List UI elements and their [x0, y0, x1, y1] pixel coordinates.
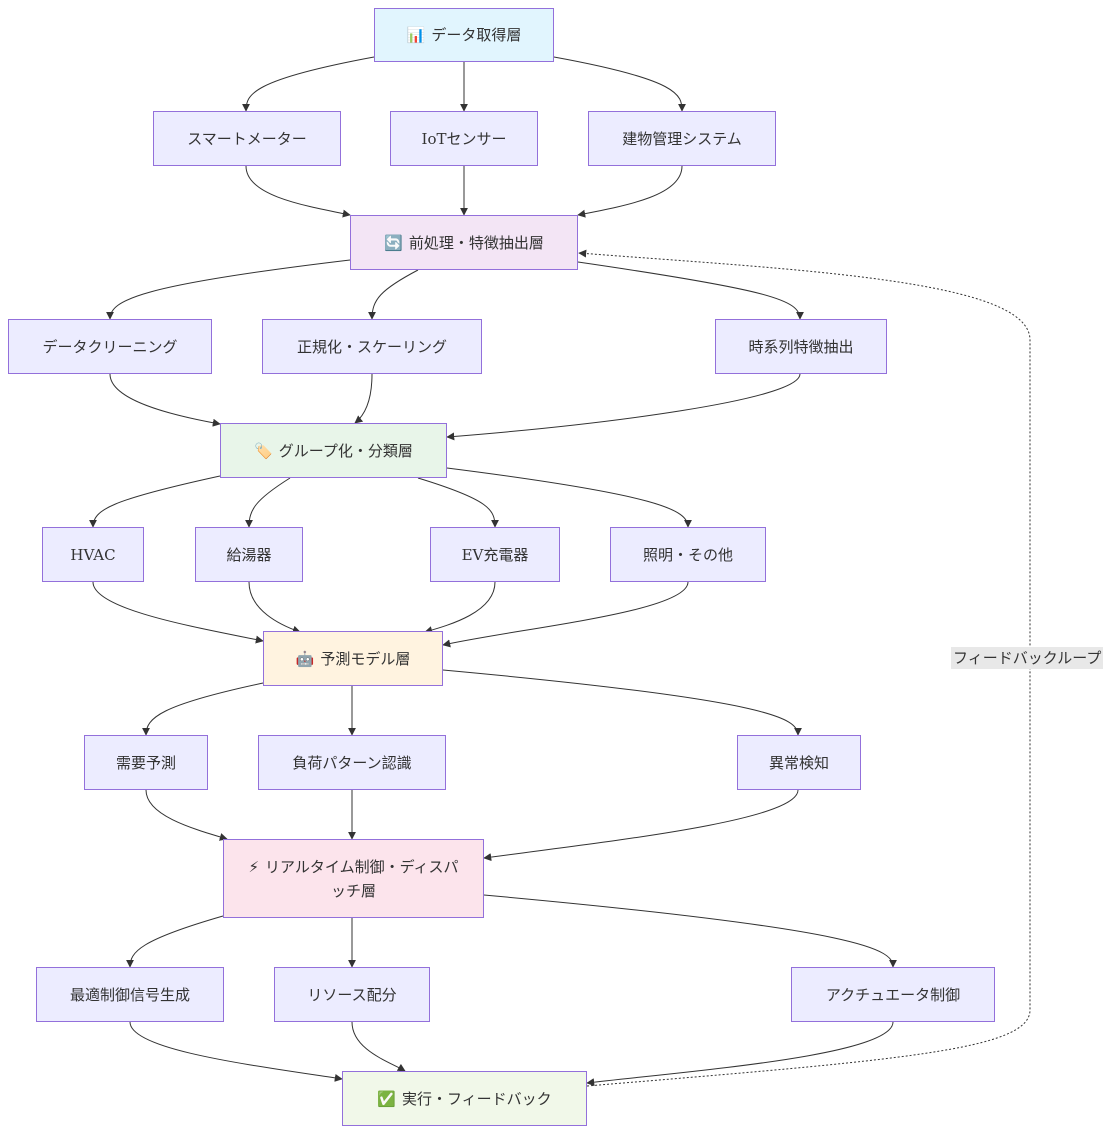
edge-preprocess-to-cleaning — [106, 259, 351, 320]
node-iot-sensor: IoTセンサー — [390, 111, 538, 166]
edge-bms-to-preprocess — [577, 165, 683, 218]
node-bms: 建物管理システム — [588, 111, 776, 166]
node-optimal-control-signal: 最適制御信号生成 — [36, 967, 224, 1022]
node-label: 予測モデル層 — [320, 649, 411, 668]
node-label: IoTセンサー — [421, 129, 507, 148]
node-resource-allocation: リソース配分 — [274, 967, 430, 1022]
edge-cleaning-to-grouping — [109, 373, 221, 427]
node-smart-meter: スマートメーター — [153, 111, 341, 166]
node-normalization: 正規化・スケーリング — [262, 319, 482, 374]
node-label: スマートメーター — [187, 129, 307, 148]
tag-icon: 🏷️ — [254, 441, 273, 460]
node-water-heater: 給湯器 — [195, 527, 303, 582]
edge-optimal-signal-to-execution — [129, 1021, 343, 1082]
edge-prediction-to-demand — [142, 682, 264, 736]
node-label: 最適制御信号生成 — [69, 985, 190, 1004]
node-preprocessing-layer: 🔄 前処理・特徴抽出層 — [350, 215, 578, 270]
node-label: EV充電器 — [461, 545, 529, 564]
node-control-layer: ⚡ リアルタイム制御・ディスパッチ層 — [223, 839, 484, 918]
node-label: データ取得層 — [431, 26, 522, 44]
node-ev-charger: EV充電器 — [430, 527, 560, 582]
robot-icon: 🤖 — [295, 649, 315, 668]
edge-acq-to-bms — [553, 56, 686, 112]
node-label: 照明・その他 — [642, 545, 733, 564]
node-label: 負荷パターン認識 — [292, 753, 412, 772]
node-timeseries-features: 時系列特徴抽出 — [715, 319, 887, 374]
edge-control-to-optimal-signal — [126, 915, 224, 968]
edge-smart-meter-to-preprocess — [245, 165, 351, 218]
refresh-icon: 🔄 — [384, 233, 403, 252]
node-label: 時系列特徴抽出 — [748, 337, 854, 356]
edge-feedback-loop — [578, 249, 1031, 1087]
node-content: ⚡ リアルタイム制御・ディスパッチ層 — [246, 855, 461, 903]
node-label: 異常検知 — [768, 753, 829, 772]
node-label: HVAC — [70, 545, 116, 564]
edge-grouping-to-hvac — [89, 475, 221, 528]
edge-acq-to-smart-meter — [242, 56, 375, 112]
edge-timeseries-to-grouping — [446, 373, 801, 441]
edge-resource-alloc-to-execution — [351, 1021, 406, 1072]
edge-lighting-to-prediction — [442, 581, 689, 648]
check-icon: ✅ — [377, 1089, 396, 1108]
node-label: 正規化・スケーリング — [296, 337, 447, 356]
edge-preprocess-to-timeseries — [577, 261, 804, 320]
node-execution-feedback: ✅ 実行・フィードバック — [342, 1071, 587, 1126]
edge-hvac-to-prediction — [92, 581, 264, 644]
edge-ev-charger-to-prediction — [424, 581, 496, 634]
node-label: 給湯器 — [226, 545, 272, 564]
edge-actuator-to-execution — [586, 1021, 894, 1087]
edge-prediction-to-anomaly — [442, 669, 802, 736]
node-data-acquisition-layer: 📊 データ取得層 — [374, 8, 554, 62]
edge-preprocess-to-normalization — [368, 269, 419, 320]
node-label: 実行・フィードバック — [401, 1089, 552, 1108]
edge-grouping-to-lighting — [446, 467, 692, 528]
edge-demand-to-control — [145, 789, 228, 841]
node-prediction-layer: 🤖 予測モデル層 — [263, 631, 443, 686]
edge-normalization-to-grouping — [354, 373, 373, 424]
edge-anomaly-to-control — [483, 789, 799, 862]
node-label: 需要予測 — [115, 753, 176, 772]
node-actuator-control: アクチュエータ制御 — [791, 967, 995, 1022]
node-load-pattern: 負荷パターン認識 — [258, 735, 446, 790]
node-demand-forecast: 需要予測 — [84, 735, 208, 790]
node-data-cleaning: データクリーニング — [8, 319, 212, 374]
edge-grouping-to-ev-charger — [417, 477, 499, 528]
node-label: 前処理・特徴抽出層 — [408, 233, 544, 252]
lightning-icon: ⚡ — [248, 857, 260, 876]
node-label: リアルタイム制御・ディスパッチ層 — [265, 857, 459, 900]
edge-control-to-actuator — [483, 894, 897, 968]
node-label: アクチュエータ制御 — [825, 985, 961, 1004]
node-lighting: 照明・その他 — [610, 527, 766, 582]
node-anomaly-detection: 異常検知 — [737, 735, 861, 790]
node-hvac: HVAC — [42, 527, 144, 582]
node-label: グループ化・分類層 — [278, 441, 413, 460]
node-label: データクリーニング — [42, 337, 178, 356]
edge-water-heater-to-prediction — [248, 581, 301, 634]
node-label: リソース配分 — [307, 985, 397, 1004]
node-grouping-layer: 🏷️ グループ化・分類層 — [220, 423, 447, 478]
bar-chart-icon: 📊 — [406, 26, 426, 44]
node-label: 建物管理システム — [622, 129, 742, 148]
edge-grouping-to-water-heater — [245, 477, 291, 528]
feedback-loop-label: フィードバックループ — [951, 647, 1104, 669]
